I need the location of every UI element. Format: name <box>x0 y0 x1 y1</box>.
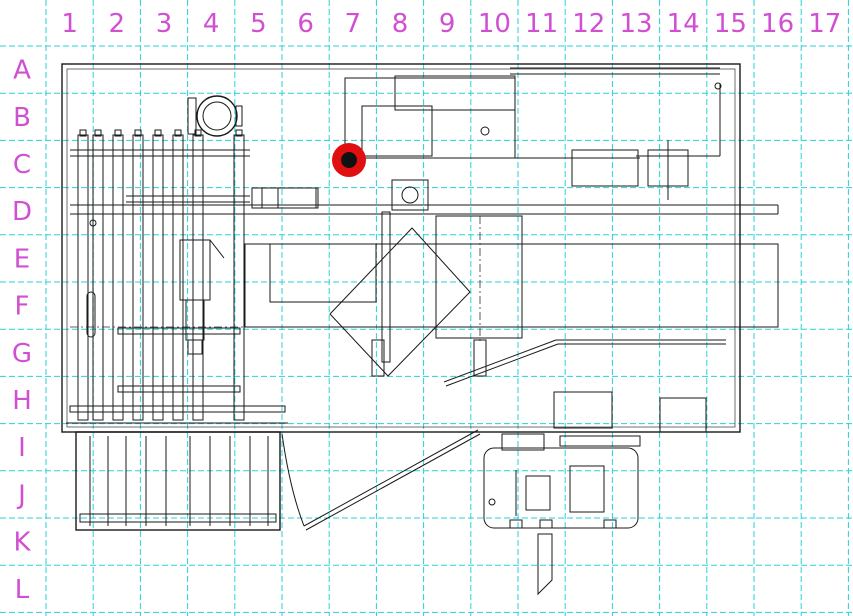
grid-column-label: 8 <box>392 9 409 39</box>
grid-row-label: A <box>13 56 31 86</box>
right-table <box>435 215 523 377</box>
grid-row-label: I <box>18 433 26 463</box>
grid-row-label: G <box>12 339 32 369</box>
top-housing <box>344 67 720 159</box>
grid-column-label: 5 <box>250 9 267 39</box>
grid-column-label: 6 <box>297 9 314 39</box>
grid-column-label: 1 <box>61 9 78 39</box>
grid-row-label: F <box>15 292 30 322</box>
grid-row-label: E <box>14 244 30 274</box>
grid-horizontal-lines <box>0 45 853 613</box>
grid-column-label: 14 <box>667 9 700 39</box>
grid-row-label: L <box>15 575 30 605</box>
grid-row-label: K <box>13 528 31 558</box>
grid-column-label: 13 <box>619 9 652 39</box>
grid-column-label: 15 <box>714 9 747 39</box>
grid-row-label: B <box>13 103 31 133</box>
center-feeder <box>269 179 429 363</box>
swing-door <box>281 429 481 531</box>
vertical-actuator <box>179 239 225 355</box>
grid-column-label: 12 <box>572 9 605 39</box>
grid-column-label: 7 <box>345 9 362 39</box>
grid-column-label: 17 <box>808 9 841 39</box>
rotated-table <box>329 227 471 377</box>
lower-conveyor <box>75 431 281 531</box>
grid-row-label: D <box>12 197 32 227</box>
grid-vertical-lines <box>45 0 849 616</box>
machine-frame <box>61 63 779 433</box>
grid-column-label: 10 <box>478 9 511 39</box>
grid-row-label: H <box>12 386 32 416</box>
right-drive-unit <box>571 82 722 200</box>
grid-column-label: 11 <box>525 9 558 39</box>
boxes-row-h <box>553 391 707 433</box>
motor-round <box>187 95 243 137</box>
bottom-machine <box>483 433 641 596</box>
grid-column-label: 3 <box>156 9 173 39</box>
position-marker <box>332 143 366 177</box>
grid-row-label: J <box>16 480 26 510</box>
grid-column-label: 2 <box>109 9 126 39</box>
grid-column-label: 16 <box>761 9 794 39</box>
motor-small <box>251 187 319 209</box>
grid-column-label: 9 <box>439 9 456 39</box>
grid-row-label: C <box>13 150 31 180</box>
grid-column-label: 4 <box>203 9 220 39</box>
diagonal-guide <box>443 339 726 387</box>
roller-columns <box>69 129 286 421</box>
